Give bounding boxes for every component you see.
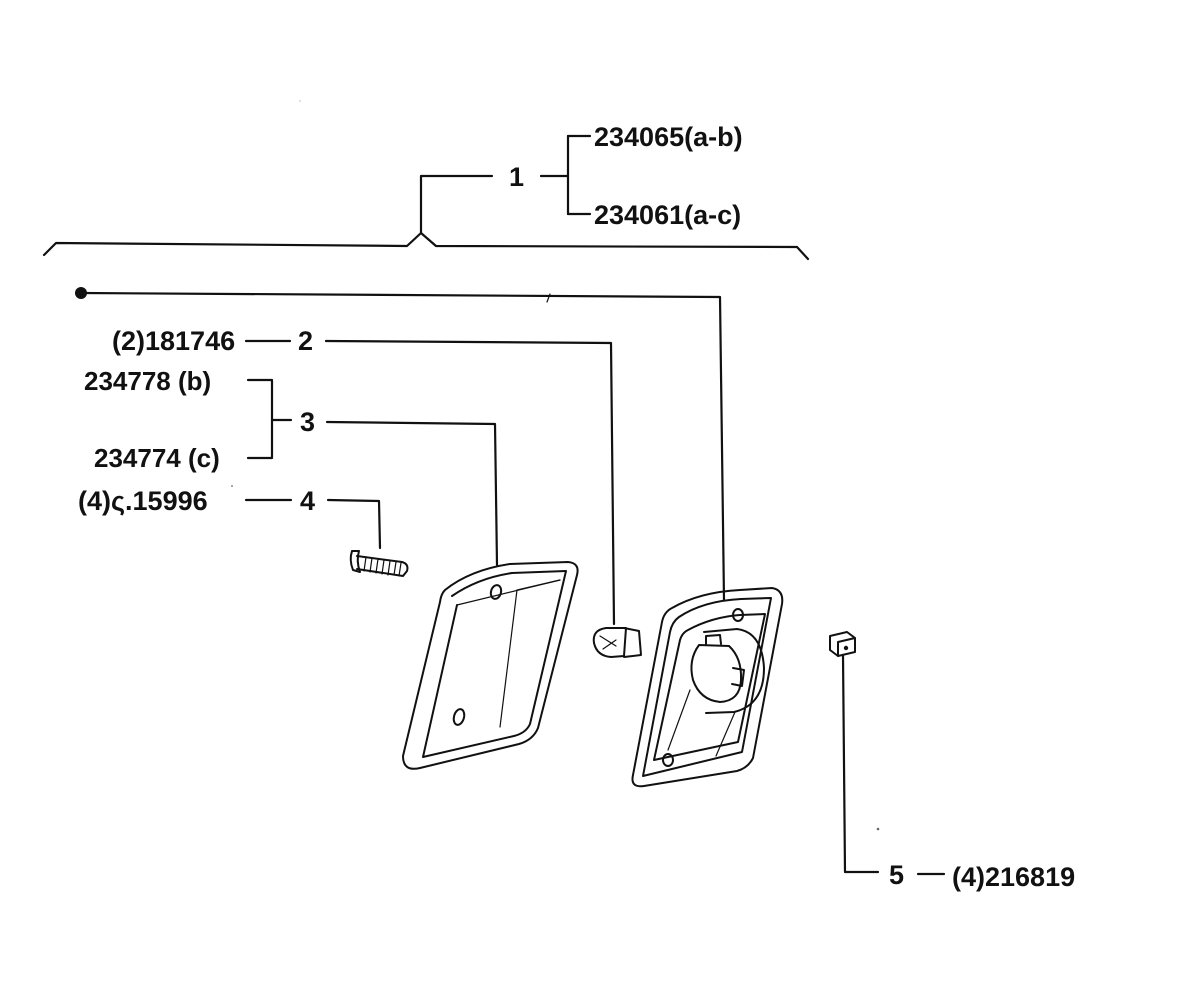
housing-leader <box>75 287 726 602</box>
item-5-number: 5 <box>889 860 904 890</box>
assembly-bracket <box>42 134 810 261</box>
item-4-number: 4 <box>300 486 315 516</box>
lamp-housing-icon <box>631 587 784 788</box>
scan-specks <box>231 100 880 831</box>
item-4-ref: (4)ς.15996 <box>78 486 208 516</box>
bulb-icon <box>592 627 642 658</box>
item-1-ref-a-c: 234061(a-c) <box>594 200 741 230</box>
item-1-ref-a-b: 234065(a-b) <box>594 122 743 152</box>
item-2-number: 2 <box>298 326 313 356</box>
item-3-number: 3 <box>300 407 315 437</box>
item-3-ref-c: 234774 (c) <box>94 443 220 473</box>
item-2-ref: (2)181746 <box>112 326 235 356</box>
lens-icon <box>402 561 579 770</box>
screw-icon <box>349 550 409 577</box>
clip-nut-icon <box>829 631 856 657</box>
item-3-ref-b: 234778 (b) <box>84 366 211 396</box>
item-5-ref: (4)216819 <box>952 862 1075 892</box>
item-1-number: 1 <box>509 162 524 192</box>
